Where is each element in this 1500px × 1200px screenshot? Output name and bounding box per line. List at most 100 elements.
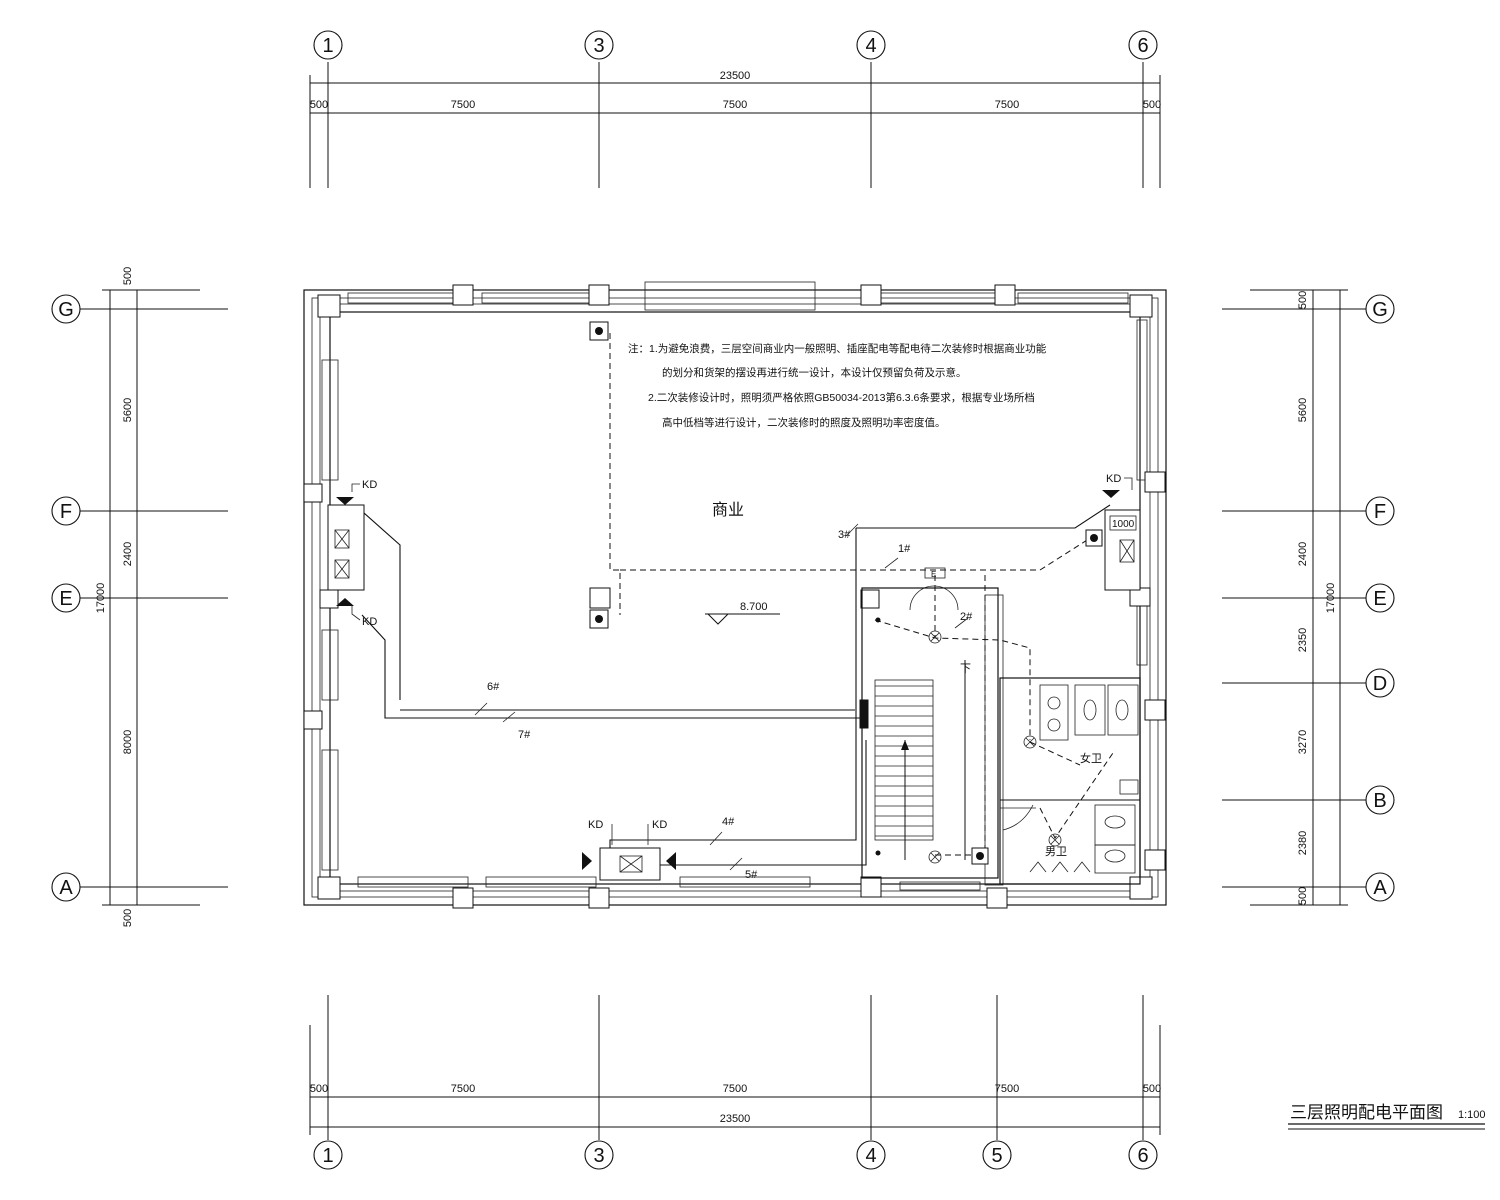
elevation-marker: 8.700 xyxy=(705,601,780,625)
left-dim-seg-5: 500 xyxy=(122,909,134,927)
right-distribution-panel: 1000 xyxy=(1104,509,1141,591)
bottom-dim-seg-3: 7500 xyxy=(723,1083,747,1095)
light-fixture-icon xyxy=(928,850,942,864)
axis-bubble-right-B: B xyxy=(1373,790,1386,812)
men-restroom-label: 男卫 xyxy=(1045,846,1067,858)
axis-bubble-top-6: 6 xyxy=(1137,35,1148,57)
bottom-dim-seg-2: 7500 xyxy=(451,1083,475,1095)
axis-bubble-bottom-6: 6 xyxy=(1137,1145,1148,1167)
lighting-dashed-circuit xyxy=(609,333,1116,860)
right-dim-seg-6: 2380 xyxy=(1297,831,1309,855)
note-line-2: 的划分和货架的摆设再进行统一设计，本设计仅预留负荷及示意。 xyxy=(662,366,967,379)
kd-label-bottom-left: KD xyxy=(588,819,603,831)
elevation-label: 8.700 xyxy=(740,601,768,613)
axis-bubble-right-G: G xyxy=(1372,299,1388,321)
axis-bubble-left-E: E xyxy=(59,588,72,610)
right-dim-seg-1: 500 xyxy=(1297,291,1309,309)
kd-left-lower: KD xyxy=(336,598,377,628)
bottom-dim-seg-4: 7500 xyxy=(995,1083,1019,1095)
bottom-dim-seg-5: 500 xyxy=(1143,1083,1161,1095)
ceiling-boxes xyxy=(589,321,1103,865)
top-dim-seg-4: 7500 xyxy=(995,99,1019,111)
axis-bubble-right-A: A xyxy=(1373,877,1387,899)
bottom-distribution-panel: KD KD xyxy=(582,819,676,881)
axis-bubble-top-1: 1 xyxy=(322,35,333,57)
right-dim-seg-2: 5600 xyxy=(1297,398,1309,422)
kd-socket-icon xyxy=(1102,490,1120,498)
right-dim-seg-4: 2350 xyxy=(1297,628,1309,652)
room-label-commercial: 商业 xyxy=(712,501,744,519)
left-dim-seg-3: 2400 xyxy=(122,542,134,566)
circuit-label-5: 5# xyxy=(745,869,758,881)
kd-right: KD xyxy=(1102,473,1133,498)
stair-light-fixtures xyxy=(875,617,942,864)
kd-label-left-upper: KD xyxy=(362,479,377,491)
kd-socket-icon xyxy=(666,852,676,870)
top-dimension-block: 23500 500 7500 7500 7500 500 1 3 4 6 xyxy=(309,30,1161,188)
bottom-total-dimension: 23500 xyxy=(720,1113,751,1125)
drawing-title: 三层照明配电平面图 xyxy=(1290,1103,1443,1122)
left-distribution-panel xyxy=(327,504,365,591)
structural-columns xyxy=(303,284,1166,909)
kd-label-bottom-right: KD xyxy=(652,819,667,831)
top-total-dimension: 23500 xyxy=(720,70,751,82)
axis-bubble-bottom-5: 5 xyxy=(991,1145,1002,1167)
right-dim-seg-7: 500 xyxy=(1297,887,1309,905)
kd-left-upper: KD xyxy=(336,479,377,505)
axis-bubble-top-4: 4 xyxy=(865,35,876,57)
left-dim-seg-1: 500 xyxy=(122,267,134,285)
axis-bubble-right-D: D xyxy=(1373,673,1387,695)
circuit-label-4: 4# xyxy=(722,816,735,828)
axis-bubble-left-F: F xyxy=(60,501,72,523)
light-fixture-icon xyxy=(928,630,942,644)
right-dimension-block: 500 5600 2400 2350 3270 2380 500 17000 G… xyxy=(1222,289,1395,906)
axis-bubble-right-E: E xyxy=(1373,588,1386,610)
note-line-1: 注：1.为避免浪费，三层空间商业内一般照明、插座配电等配电待二次装修时根据商业功… xyxy=(628,342,1047,355)
circuit-label-1: 1# xyxy=(898,543,911,555)
bottom-dim-seg-1: 500 xyxy=(310,1083,328,1095)
exit-sign: E xyxy=(909,567,959,611)
axis-bubble-bottom-1: 1 xyxy=(322,1145,333,1167)
left-total-dimension: 17000 xyxy=(95,583,107,614)
circuit-label-2: 2# xyxy=(960,611,973,623)
axis-bubble-left-G: G xyxy=(58,299,74,321)
women-restroom-label: 女卫 xyxy=(1080,751,1102,765)
kd-label-right: KD xyxy=(1106,473,1121,485)
kd-label-left-lower: KD xyxy=(362,616,377,628)
power-wiring xyxy=(354,504,1111,866)
right-dim-seg-3: 2400 xyxy=(1297,542,1309,566)
top-dim-seg-5: 500 xyxy=(1143,99,1161,111)
axis-bubble-left-A: A xyxy=(59,877,73,899)
axis-bubble-top-3: 3 xyxy=(593,35,604,57)
exit-sign-label: E xyxy=(931,570,936,579)
bottom-dimension-block: 500 7500 7500 7500 500 23500 1 3 4 5 6 xyxy=(309,995,1161,1170)
circuit-label-6: 6# xyxy=(487,681,500,693)
axis-bubble-bottom-3: 3 xyxy=(593,1145,604,1167)
staircase: 下 xyxy=(861,587,1004,886)
right-total-dimension: 17000 xyxy=(1325,583,1337,614)
top-dim-seg-1: 500 xyxy=(310,99,328,111)
circuit-label-7: 7# xyxy=(518,729,531,741)
design-notes: 注：1.为避免浪费，三层空间商业内一般照明、插座配电等配电待二次装修时根据商业功… xyxy=(628,342,1047,429)
note-line-4: 高中低档等进行设计，二次装修时的照度及照明功率密度值。 xyxy=(662,416,946,429)
left-dim-seg-2: 5600 xyxy=(122,398,134,422)
drawing-scale: 1:100 xyxy=(1458,1109,1486,1121)
kd-socket-icon xyxy=(336,598,354,606)
note-line-3: 2.二次装修设计时，照明须严格依照GB50034-2013第6.3.6条要求，根… xyxy=(648,391,1035,404)
left-dimension-block: 500 5600 2400 8000 500 17000 G F E A xyxy=(51,267,228,927)
kd-socket-icon xyxy=(336,497,354,505)
stair-down-label: 下 xyxy=(960,663,971,675)
circuit-label-3: 3# xyxy=(838,529,851,541)
panel-rating-label: 1000 xyxy=(1112,519,1135,530)
kd-socket-icon xyxy=(582,852,592,870)
left-dim-seg-4: 8000 xyxy=(122,730,134,754)
restroom-area: 女卫 男卫 xyxy=(999,677,1141,885)
axis-bubble-bottom-4: 4 xyxy=(865,1145,876,1167)
circuit-labels: 1# 2# 3# 4# 5# 6# 7# xyxy=(474,523,973,881)
top-dim-seg-2: 7500 xyxy=(451,99,475,111)
title-block: 三层照明配电平面图 1:100 xyxy=(1288,1103,1486,1130)
axis-bubble-right-F: F xyxy=(1374,501,1386,523)
top-dim-seg-3: 7500 xyxy=(723,99,747,111)
right-dim-seg-5: 3270 xyxy=(1297,730,1309,754)
